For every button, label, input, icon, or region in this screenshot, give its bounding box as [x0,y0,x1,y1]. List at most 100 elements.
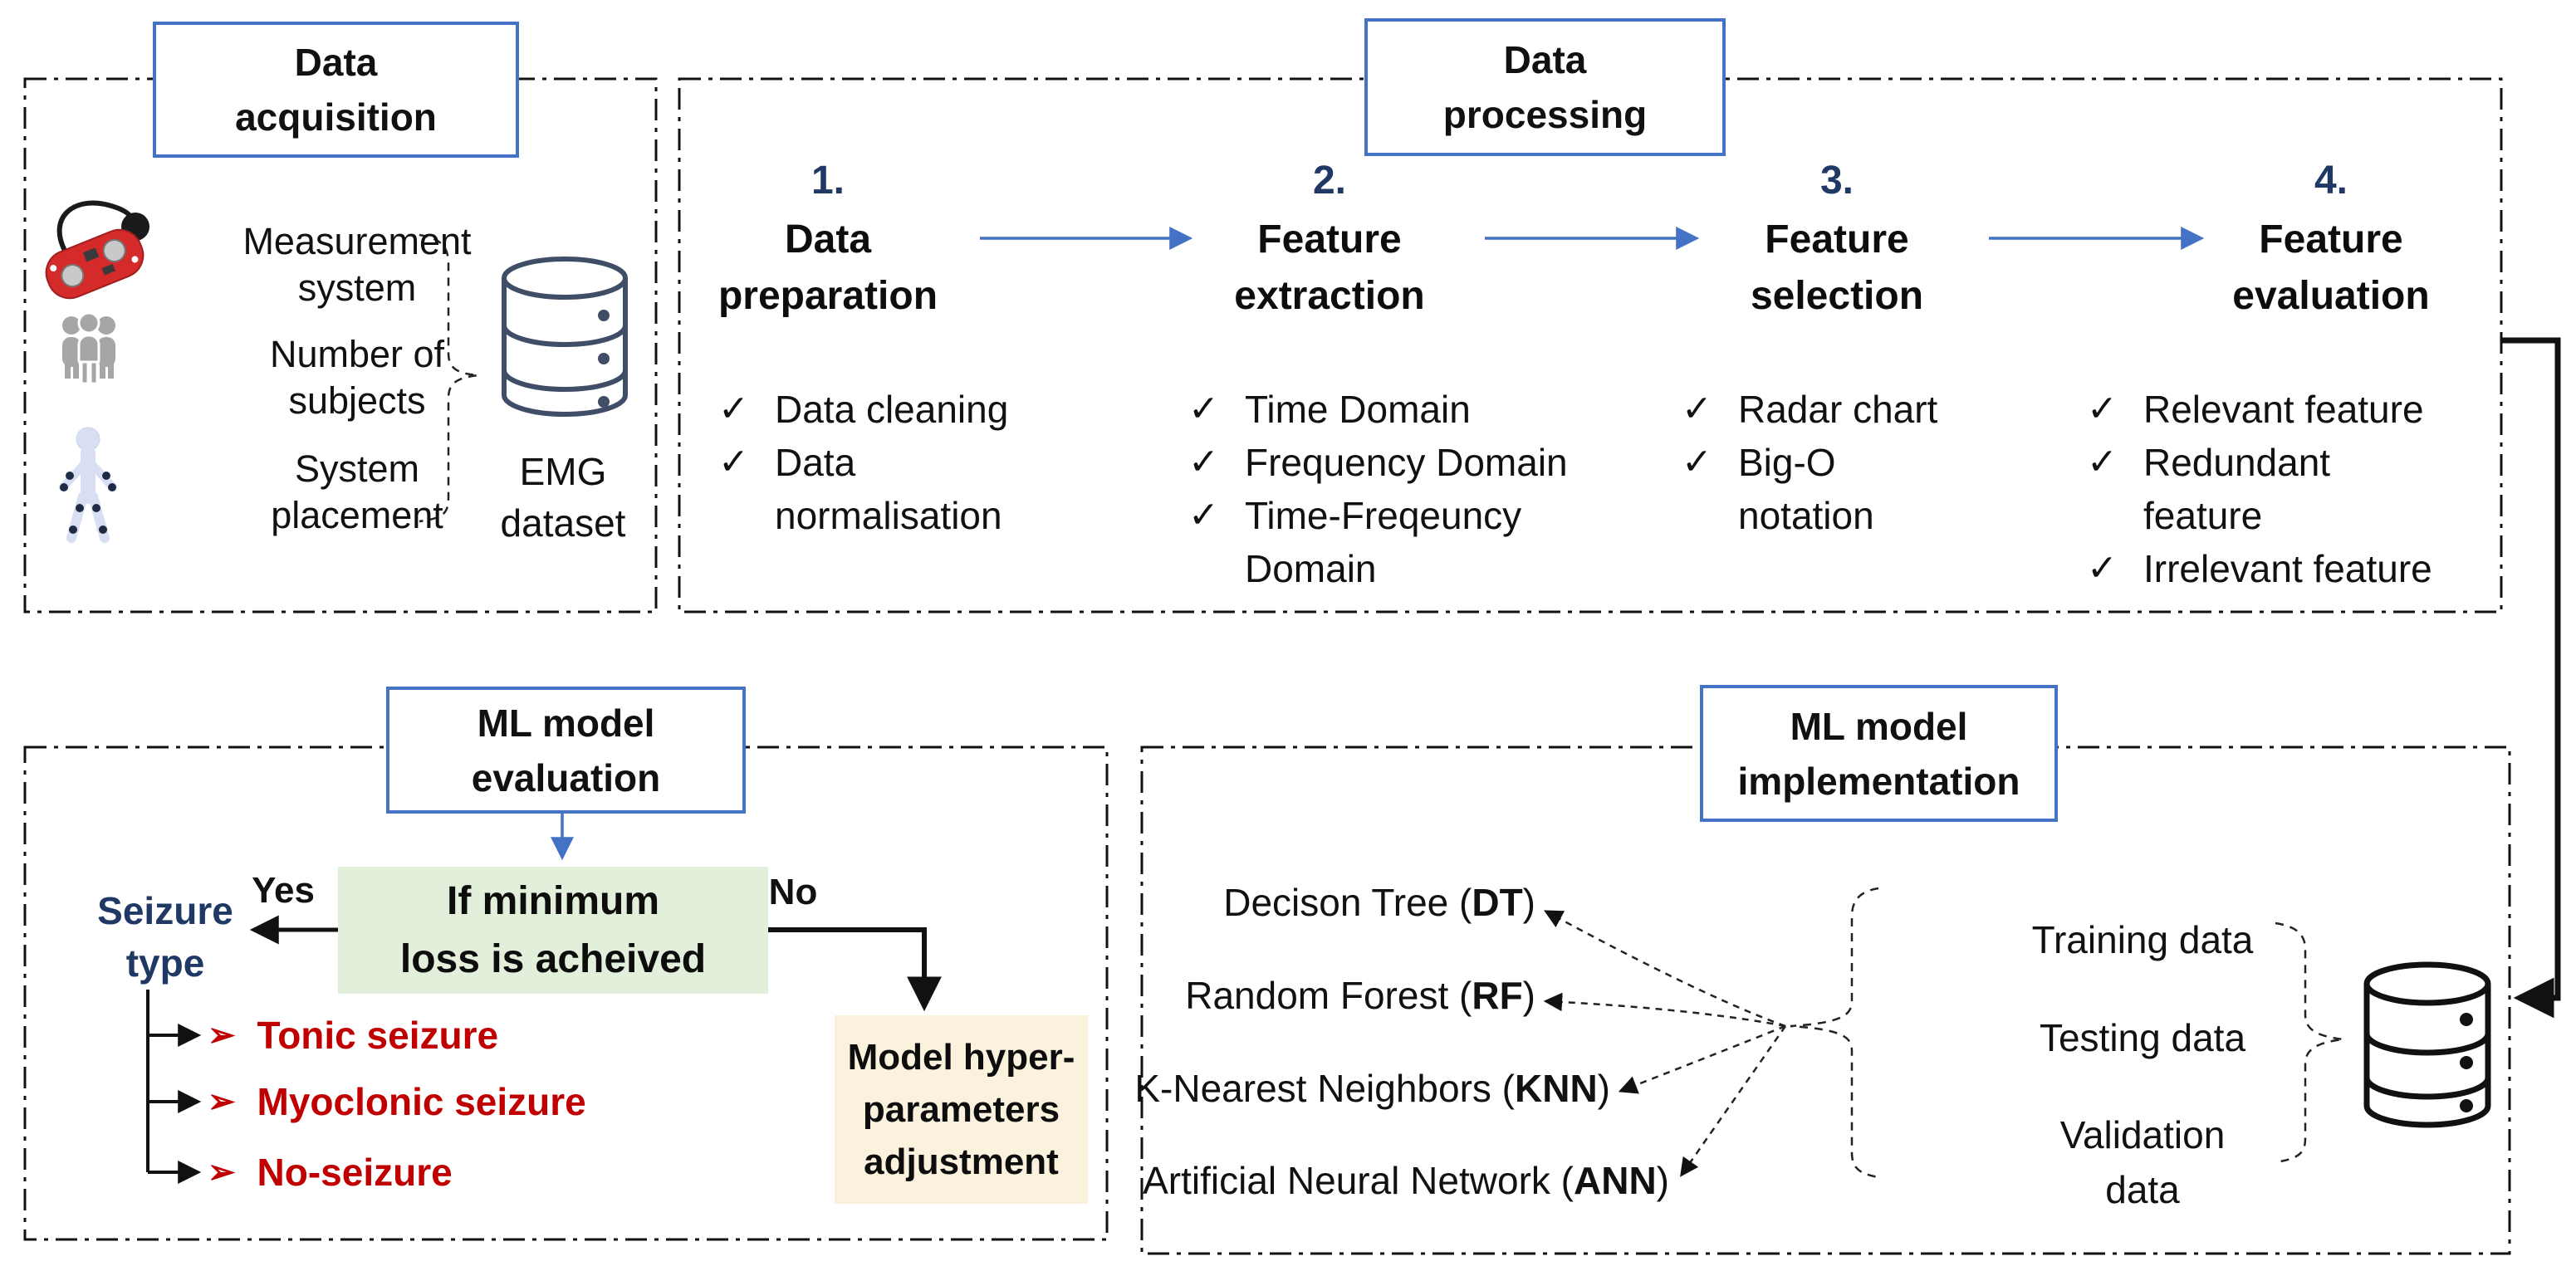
dashed-arrow-to-rf [1543,992,1786,1028]
dashed-arrow-to-knn [1618,1024,1786,1094]
step-checklist: ✓Time Domain ✓Frequency Domain ✓Time-Fre… [1188,383,1568,595]
label-line: subjects [288,379,426,422]
chevron-bullet-icon: ➢ [208,1154,236,1190]
checklist-item-continuation: ✓normalisation [775,494,1002,537]
step-title-line: preparation [717,274,938,318]
title-line: Data [294,41,378,84]
checklist-item-continuation: ✓notation [1738,494,1874,537]
database-icon [502,257,628,417]
arrow-no-to-adjustment [768,927,942,1012]
chevron-bullet-icon: ➢ [208,1083,236,1120]
label-line: placement [271,494,443,536]
seizure-type-item: ➢ Myoclonic seizure [208,1080,586,1123]
data-acquisition-title-box: Data acquisition [153,22,519,158]
checklist-item: ✓Big-O [1682,436,1937,489]
seizure-type-item: ➢ No-seizure [208,1151,453,1194]
model-item-ann: Artificial Neural Network (ANN) [1143,1159,1669,1202]
database-icon [2363,961,2491,1128]
ml-implementation-title-box: ML model implementation [1700,685,2058,822]
step-checklist: ✓Data cleaning ✓Data ✓normalisation [718,383,1008,542]
label-line: System [294,447,420,490]
acquisition-item-label: System placement [191,446,523,539]
step-title-line: extraction [1234,274,1425,318]
checklist-item-continuation: ✓Domain [1245,547,1377,590]
model-item-knn: K-Nearest Neighbors (KNN) [1134,1067,1610,1110]
checklist-item: ✓Redundant [2087,436,2432,489]
check-icon: ✓ [2087,389,2118,429]
curly-brace-dashed-datasets [2275,921,2344,1164]
label-line: dataset [500,501,626,545]
checklist-item: ✓Radar chart [1682,383,1937,436]
step-number: 4. [2314,159,2348,203]
emg-sensor-icon [45,200,149,300]
step-title-line: Feature [2259,218,2403,262]
check-icon: ✓ [718,442,749,482]
check-icon: ✓ [718,389,749,429]
dataset-label-validation: Validation data [2059,1113,2226,1211]
dashed-arrow-to-ann [1680,1025,1787,1177]
step-number: 1. [811,159,845,203]
seizure-type-item: ➢ Tonic seizure [208,1014,499,1057]
curly-brace-dashed-models [1790,887,1879,1179]
title-line: ML model [477,701,655,745]
emg-dataset-label: EMG dataset [463,446,663,549]
checklist-item: ✓Frequency Domain [1188,436,1568,489]
check-icon: ✓ [1188,389,1219,429]
label-line: Number of [269,333,445,375]
step-checklist: ✓Relevant feature ✓Redundant ✓feature ✓I… [2087,383,2432,595]
no-label: No [768,872,818,912]
yes-label: Yes [252,870,315,911]
step-number: 2. [1312,159,1347,203]
body-placement-icon [59,427,117,543]
check-icon: ✓ [1188,495,1219,535]
checklist-item: ✓Relevant feature [2087,383,2432,436]
acquisition-item-label: Measurement system [191,218,523,311]
subjects-icon [62,311,115,385]
checklist-item: ✓Irrelevant feature [2087,542,2432,595]
data-processing-title-box: Data processing [1364,18,1726,156]
check-icon: ✓ [1682,442,1712,482]
checklist-item: ✓Time-Freqeuncy [1188,489,1568,542]
model-item-rf: Random Forest (RF) [1185,974,1535,1017]
title-line: Data [1503,38,1587,81]
dashed-arrow-to-dt [1544,910,1786,1028]
check-icon: ✓ [2087,442,2118,482]
title-line: processing [1442,93,1648,136]
title-line: implementation [1737,759,2020,803]
arrow-processing-to-implementation [2501,337,2561,1019]
label-line: Measurement [242,220,472,262]
step-checklist: ✓Radar chart ✓Big-O ✓notation [1682,383,1937,542]
hyperparameter-adjustment-box: Model hyper- parameters adjustment [835,1015,1088,1204]
check-icon: ✓ [2087,548,2118,589]
checklist-item: ✓Data cleaning [718,383,1008,436]
dataset-label-training: Training data [2031,918,2254,961]
title-line: acquisition [235,95,437,139]
curly-brace-dashed-acquisition [419,233,479,523]
checklist-item-continuation: ✓feature [2143,494,2263,537]
step-title: Feature selection [1621,212,2053,325]
title-line: ML model [1790,704,1968,748]
seizure-type-label: Seizure type [97,889,233,985]
step-number: 3. [1819,159,1854,203]
checklist-item: ✓Data [718,436,1008,489]
step-title: Feature evaluation [2115,212,2547,325]
acquisition-item-label: Number of subjects [191,331,523,424]
checklist-item: ✓Time Domain [1188,383,1568,436]
ml-evaluation-title-box: ML model evaluation [386,687,746,814]
step-title-line: Feature [1765,218,1909,262]
chevron-bullet-icon: ➢ [208,1017,236,1053]
condition-box: If minimum loss is acheived [338,867,768,994]
condition-line: If minimum [446,878,659,923]
title-line: evaluation [471,755,661,799]
step-title-line: Data [784,218,872,262]
step-title: Data preparation [612,212,1044,325]
step-title-line: selection [1750,274,1924,318]
dataset-label-testing: Testing data [2039,1016,2246,1059]
check-icon: ✓ [1188,442,1219,482]
label-line: EMG [519,450,607,493]
model-item-dt: Decison Tree (DT) [1223,881,1535,924]
check-icon: ✓ [1682,389,1712,429]
label-line: system [297,266,417,309]
condition-line: loss is acheived [399,936,707,981]
